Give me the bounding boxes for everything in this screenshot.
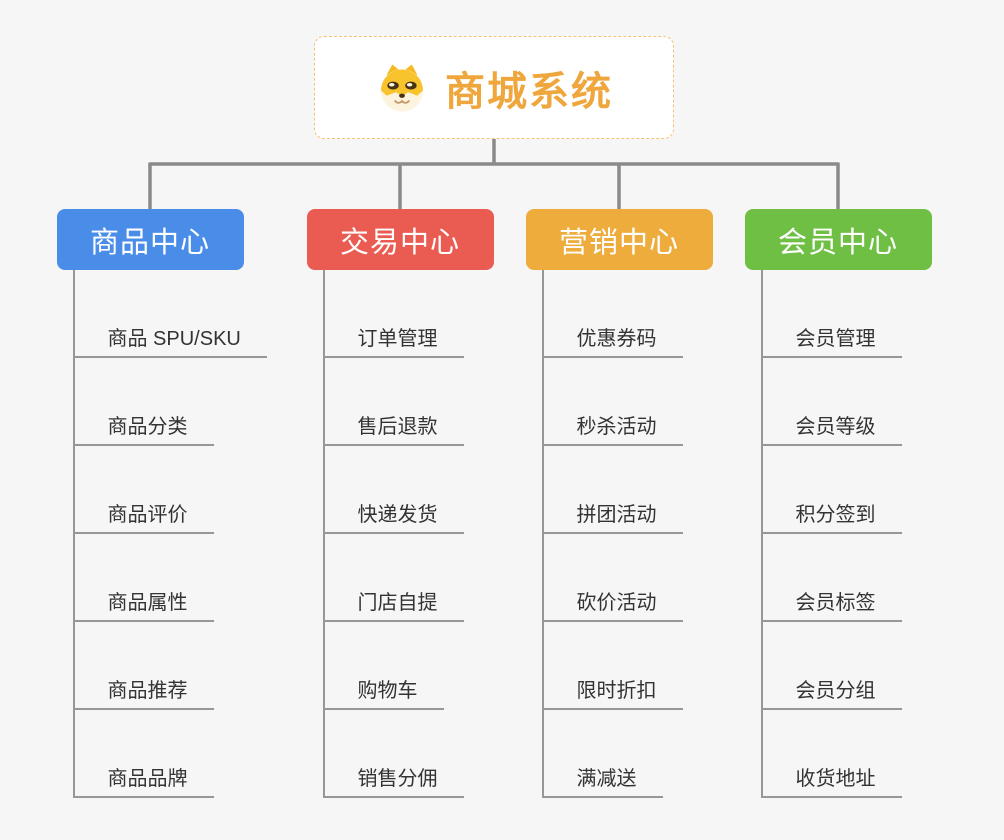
child-label: 门店自提	[357, 592, 438, 614]
branch-label: 商品中心	[89, 226, 210, 259]
child-node[interactable]: 优惠券码	[543, 270, 683, 358]
child-node[interactable]: 砍价活动	[543, 534, 683, 622]
child-node[interactable]: 快递发货	[324, 446, 464, 534]
root-node[interactable]: 商城系统	[314, 36, 674, 139]
child-node[interactable]: 商品评价	[74, 446, 214, 534]
child-node[interactable]: 会员管理	[762, 270, 902, 358]
child-node[interactable]: 收货地址	[762, 710, 902, 798]
child-node[interactable]: 秒杀活动	[543, 358, 683, 446]
child-node[interactable]: 满减送	[543, 710, 663, 798]
child-node[interactable]: 商品属性	[74, 534, 214, 622]
child-node[interactable]: 会员分组	[762, 622, 902, 710]
child-label: 商品分类	[107, 416, 188, 438]
child-label: 商品品牌	[107, 768, 188, 790]
child-node[interactable]: 会员等级	[762, 358, 902, 446]
child-node[interactable]: 销售分佣	[324, 710, 464, 798]
branch-label: 营销中心	[558, 226, 679, 259]
child-label: 收货地址	[795, 768, 876, 790]
branch-node-3[interactable]: 营销中心	[525, 209, 713, 270]
child-label: 售后退款	[357, 416, 438, 438]
branch-node-4[interactable]: 会员中心	[744, 209, 932, 270]
child-node[interactable]: 商品分类	[74, 358, 214, 446]
branch-children-3: 优惠券码秒杀活动拼团活动砍价活动限时折扣满减送	[541, 270, 683, 798]
child-node[interactable]: 商品品牌	[74, 710, 214, 798]
child-label: 会员管理	[795, 328, 876, 350]
child-label: 限时折扣	[576, 680, 657, 702]
dog-face-icon	[375, 62, 429, 114]
branch-children-1: 商品 SPU/SKU 商品分类商品评价商品属性商品推荐商品品牌	[72, 270, 267, 798]
child-node[interactable]: 拼团活动	[543, 446, 683, 534]
child-node[interactable]: 商品推荐	[74, 622, 214, 710]
child-node[interactable]: 订单管理	[324, 270, 464, 358]
child-label: 销售分佣	[357, 768, 438, 790]
child-label: 拼团活动	[576, 504, 657, 526]
child-node[interactable]: 会员标签	[762, 534, 902, 622]
child-label: 会员分组	[795, 680, 876, 702]
child-label: 购物车	[357, 680, 418, 702]
child-label: 商品属性	[107, 592, 188, 614]
child-label: 砍价活动	[576, 592, 657, 614]
child-label: 优惠券码	[576, 328, 657, 350]
child-label: 快递发货	[357, 504, 438, 526]
child-node[interactable]: 售后退款	[324, 358, 464, 446]
branch-node-1[interactable]: 商品中心	[56, 209, 244, 270]
child-label: 订单管理	[357, 328, 438, 350]
child-node[interactable]: 限时折扣	[543, 622, 683, 710]
child-label: 积分签到	[795, 504, 876, 526]
child-node[interactable]: 门店自提	[324, 534, 464, 622]
branch-label: 交易中心	[339, 226, 460, 259]
root-title: 商城系统	[445, 69, 613, 114]
child-label: 商品评价	[107, 504, 188, 526]
child-label: 会员标签	[795, 592, 876, 614]
child-node[interactable]: 积分签到	[762, 446, 902, 534]
child-label: 会员等级	[795, 416, 876, 438]
branch-children-4: 会员管理会员等级积分签到会员标签会员分组收货地址	[760, 270, 902, 798]
child-label: 秒杀活动	[576, 416, 657, 438]
branch-children-2: 订单管理售后退款快递发货门店自提购物车销售分佣	[322, 270, 464, 798]
child-node[interactable]: 商品 SPU/SKU	[74, 270, 267, 358]
child-label: 商品 SPU/SKU	[107, 328, 241, 350]
branch-label: 会员中心	[777, 226, 898, 259]
branch-node-2[interactable]: 交易中心	[306, 209, 494, 270]
child-label: 商品推荐	[107, 680, 188, 702]
child-label: 满减送	[576, 768, 637, 790]
child-node[interactable]: 购物车	[324, 622, 444, 710]
